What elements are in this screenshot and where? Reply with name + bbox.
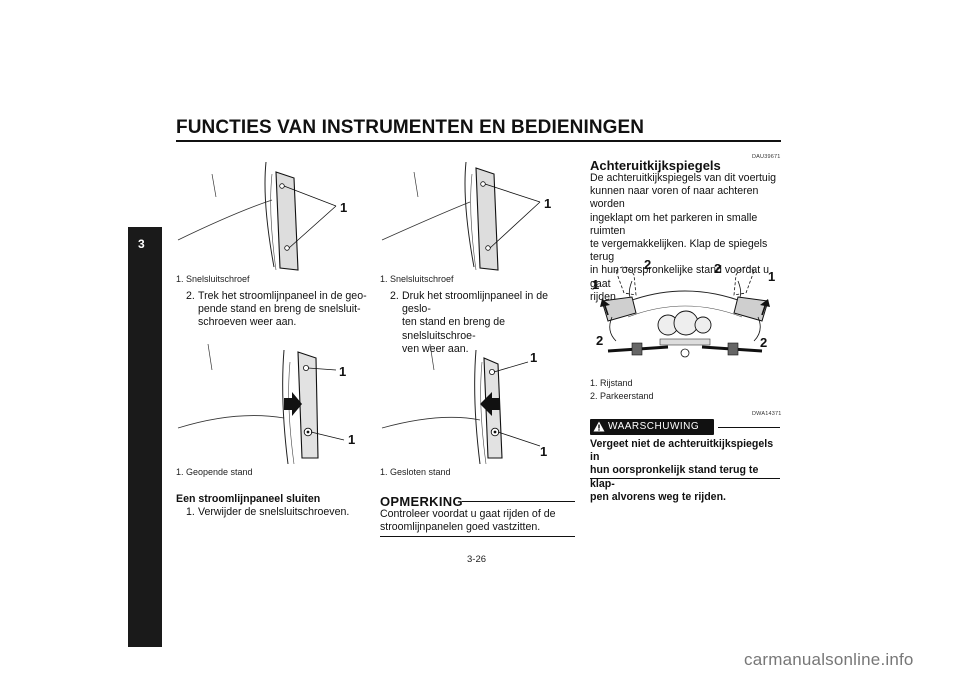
section-tab: 3 — [128, 227, 162, 647]
step-2-number: 2. — [390, 290, 399, 302]
note-title-rule — [462, 501, 575, 502]
warning-title-rule — [718, 427, 780, 428]
figure-caption: 1. Snelsluitschroef — [176, 274, 250, 284]
paragraph-line: te vergemakkelijken. Klap de spiegels te… — [590, 238, 768, 264]
section-subheading: Een stroomlijnpaneel sluiten — [176, 493, 321, 505]
figure-quick-screw-right: 1 — [380, 152, 570, 272]
callout-1-top: 1 — [339, 364, 346, 379]
page-number: 3-26 — [467, 554, 487, 565]
figure-caption: 1. Gesloten stand — [380, 467, 451, 477]
watermark: carmanualsonline.info — [744, 650, 914, 669]
note-line: Controleer voordat u gaat rijden of de — [380, 508, 556, 520]
callout-1: 1 — [340, 200, 347, 215]
section-heading: Achteruitkijkspiegels — [590, 158, 721, 173]
step-line: pende stand en breng de snelsluit- — [198, 303, 361, 316]
label-2-left-bottom: 2 — [596, 333, 603, 348]
note-title: OPMERKING — [380, 494, 463, 509]
warning-label-box: WAARSCHUWING — [590, 419, 714, 435]
callout-1: 1 — [544, 196, 551, 211]
warning-code: DWA14371 — [752, 411, 782, 417]
figure-quick-screw-left: 1 — [176, 152, 362, 272]
label-1-right: 1 — [768, 269, 775, 284]
paragraph-line: De achteruitkijkspiegels van dit voertui… — [590, 172, 777, 184]
step-line: ten stand en breng de snelsluitschroe- — [402, 316, 506, 342]
page-title: FUNCTIES VAN INSTRUMENTEN EN BEDIENINGEN — [176, 117, 645, 138]
step-1-number: 1. — [186, 506, 195, 518]
figure-caption-1: 1. Rijstand — [590, 378, 633, 388]
callout-1-bottom: 1 — [540, 444, 547, 459]
paragraph-line: kunnen naar voren of naar achteren worde… — [590, 185, 759, 211]
step-line: schroeven weer aan. — [198, 316, 297, 329]
warning-label: WAARSCHUWING — [608, 421, 700, 432]
figure-caption: 1. Snelsluitschroef — [380, 274, 454, 284]
callout-1-top: 1 — [530, 350, 537, 365]
doc-code: DAU39671 — [752, 154, 781, 160]
section-tab-label: 3 — [138, 237, 145, 251]
label-2-right-bottom: 2 — [760, 335, 767, 350]
figure-mirrors: 1 2 2 1 2 2 — [588, 255, 782, 373]
note-body: Controleer voordat u gaat rijden of de s… — [380, 508, 580, 534]
paragraph-line: in hun oorspronkelijke stand voordat u g… — [590, 264, 770, 290]
step-1-text: Verwijder de snelsluitschroeven. — [198, 506, 350, 518]
step-2: 2. — [186, 290, 195, 303]
paragraph-line: ingeklapt om het parkeren in smalle ruim… — [590, 211, 758, 237]
step-line: Trek het stroomlijnpaneel in de geo- — [198, 290, 367, 302]
warning-line: pen alvorens weg te rijden. — [590, 490, 726, 503]
warning-triangle-icon — [593, 421, 605, 432]
label-1-left: 1 — [592, 277, 599, 292]
note-bottom-rule — [380, 536, 575, 537]
figure-closed-position: 1 1 — [380, 340, 570, 466]
warning-bottom-rule — [590, 478, 780, 479]
warning-line: hun oorspronkelijk stand terug te klap- — [590, 464, 759, 490]
step-2-text: Trek het stroomlijnpaneel in de geo- pen… — [198, 290, 368, 330]
note-line: stroomlijnpanelen goed vastzitten. — [380, 521, 541, 534]
step-number: 2. — [186, 290, 195, 302]
title-rule — [176, 140, 781, 142]
mirrors-paragraph: De achteruitkijkspiegels van dit voertui… — [590, 172, 785, 304]
step-2-text: Druk het stroomlijnpaneel in de geslo- t… — [402, 290, 577, 356]
callout-1-bottom: 1 — [348, 432, 355, 447]
warning-line: Vergeet niet de achteruitkijkspiegels in — [590, 438, 774, 464]
warning-body: Vergeet niet de achteruitkijkspiegels in… — [590, 438, 785, 504]
figure-caption: 1. Geopende stand — [176, 467, 253, 477]
figure-open-position: 1 1 — [176, 340, 366, 466]
step-line: ven weer aan. — [402, 342, 469, 355]
label-2-left-top: 2 — [644, 257, 651, 272]
figure-caption-2: 2. Parkeerstand — [590, 391, 654, 401]
label-2-right-top: 2 — [714, 261, 721, 276]
step-line: Druk het stroomlijnpaneel in de geslo- — [402, 290, 549, 316]
